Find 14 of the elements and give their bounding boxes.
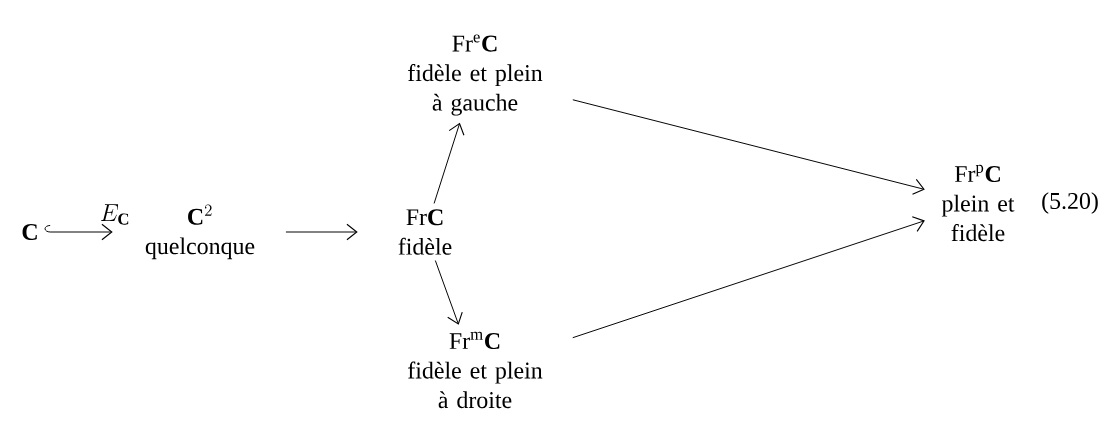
edge-label: $E_{\mathbf{C}}$ [100,204,129,225]
math-label: $\mathbf{C}^2$ quelconque [145,204,255,260]
arrow [572,99,925,195]
math-label: $\mathrm{Fr}^{\mathrm{m}}\mathbf{C}$ fidèle et plein à droite [408,331,543,409]
math-label: $\mathbf{C}$ [22,223,37,241]
math-label: $\mathrm{Fr}^{\mathrm{e}}\mathbf{C}$ fidèle et plein à gauche [408,34,543,116]
arrow [434,260,463,325]
arrow [285,223,358,241]
math-label: $\mathrm{Fr}\mathbf{C}$ fidèle [398,209,452,255]
equation-number: (5.20) [1042,192,1098,214]
arrow [572,216,925,339]
arrow [433,122,465,204]
arrow [44,223,113,241]
math-label: $\mathrm{Fr}^{\mathrm{p}}\mathbf{C}$ plein et fidèle [941,164,1015,242]
